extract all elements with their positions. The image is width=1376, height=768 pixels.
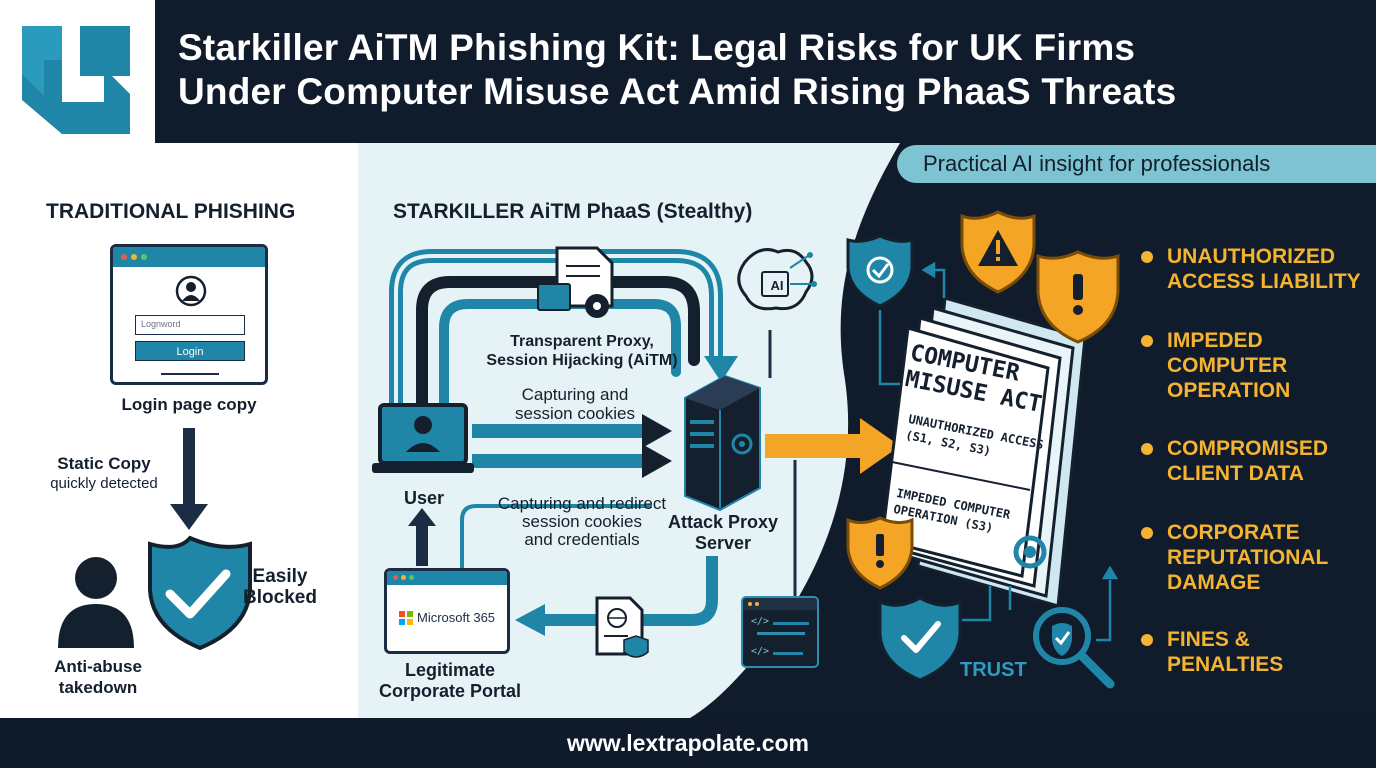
- proxy-label-line-1: Transparent Proxy,: [510, 333, 654, 350]
- risk-bullet-icon: [1141, 443, 1153, 455]
- capturing-label-2-line-2: session cookies: [521, 512, 642, 531]
- server-to-portal-pipe: [540, 556, 718, 626]
- loop-arrowhead: [704, 356, 738, 382]
- document-gear-icon: [537, 246, 614, 318]
- detection-arrow: [170, 428, 208, 530]
- risk-3-line-2: CLIENT DATA: [1167, 462, 1304, 485]
- ai-chip-label: AI: [770, 278, 784, 293]
- capturing-label-1-line-1: Capturing and: [521, 385, 629, 404]
- blocked-label: Blocked: [243, 587, 317, 608]
- anti-abuse-label: Anti-abuse: [54, 657, 142, 676]
- static-copy-label: Static Copy: [57, 454, 151, 473]
- lextrapolate-logo-icon: [22, 26, 130, 134]
- portal-label-line-1: Legitimate: [404, 660, 496, 680]
- risk-4-line-3: DAMAGE: [1167, 571, 1261, 594]
- login-caption: Login page copy: [121, 395, 257, 414]
- footer-url-link[interactable]: www.lextrapolate.com: [567, 730, 809, 756]
- risk-4-line-2: REPUTATIONAL: [1167, 546, 1329, 569]
- warning-shield-icon-1: [960, 210, 1036, 294]
- warning-shield-icon-2: [1036, 250, 1120, 344]
- footer-bar: www.lextrapolate.com: [0, 718, 1376, 768]
- login-password-field: Lognword: [135, 315, 245, 335]
- starkiller-heading: STARKILLER AiTM PhaaS (Stealthy): [393, 200, 753, 223]
- risk-5-line-2: PENALTIES: [1167, 653, 1284, 676]
- magnifier-icon: [1033, 607, 1115, 689]
- takedown-label: takedown: [58, 678, 138, 697]
- capturing-label-1-line-2: session cookies: [514, 404, 635, 423]
- login-button: Login: [135, 341, 245, 361]
- page-title: Starkiller AiTM Phishing Kit: Legal Risk…: [178, 26, 1368, 114]
- server-label-line-1: Attack Proxy: [667, 512, 779, 532]
- blocked-shield-icon: [148, 535, 252, 651]
- tagline-pill: Practical AI insight for professionals: [897, 145, 1376, 183]
- server-label-line-2: Server: [694, 533, 752, 553]
- portal-arrowhead: [515, 604, 545, 636]
- ai-brain-icon: [737, 248, 817, 311]
- traditional-heading: TRADITIONAL PHISHING: [46, 200, 296, 223]
- warning-shield-icon-3: [846, 516, 914, 590]
- microsoft-logo-icon: [399, 611, 413, 625]
- logo-container: [0, 0, 155, 143]
- server-icon: [684, 374, 761, 512]
- risk-1-line-1: UNAUTHORIZED: [1167, 245, 1335, 268]
- code-line-2: </>: [751, 646, 770, 657]
- risk-bullet-icon: [1141, 527, 1153, 539]
- act-document-stack: [880, 296, 1087, 608]
- user-to-server-arrows: [472, 414, 672, 478]
- trust-shield-icon-bottom: [878, 596, 962, 682]
- orange-arrow: [765, 418, 900, 474]
- proxy-label-line-2: Session Hijacking (AiTM): [486, 352, 678, 369]
- user-avatar-icon: [175, 275, 207, 307]
- risk-2-line-1: IMPEDED: [1167, 329, 1263, 352]
- portal-to-user-arrowhead: [408, 508, 436, 526]
- tagline-text: Practical AI insight for professionals: [923, 151, 1271, 176]
- header-banner: Starkiller AiTM Phishing Kit: Legal Risk…: [0, 0, 1376, 143]
- user-label: User: [403, 488, 445, 508]
- risk-4-line-1: CORPORATE: [1167, 521, 1300, 544]
- person-icon: [58, 557, 134, 648]
- trust-shield-icon-top: [846, 234, 914, 308]
- easily-label: Easily: [252, 566, 308, 587]
- quickly-detected-label: quickly detected: [50, 475, 158, 492]
- microsoft-365-label: Microsoft 365: [417, 610, 496, 625]
- code-line-1: </>: [751, 616, 770, 627]
- laptop-icon: [372, 403, 474, 473]
- dark-connectors: [878, 261, 1119, 642]
- capturing-label-2-line-3: and credentials: [524, 530, 640, 549]
- portal-label-line-2: Corporate Portal: [378, 681, 522, 701]
- login-page-mock: Lognword Login: [110, 244, 268, 385]
- risk-bullet-icon: [1141, 335, 1153, 347]
- risk-2-line-2: COMPUTER: [1167, 354, 1288, 377]
- login-divider: [161, 373, 219, 375]
- capturing-label-2-line-1: Capturing and redirect: [497, 494, 667, 513]
- title-line-1: Starkiller AiTM Phishing Kit: Legal Risk…: [178, 27, 1136, 68]
- corporate-portal-mock: Microsoft 365: [384, 568, 510, 654]
- globe-document-icon: [595, 596, 649, 658]
- title-line-2: Under Computer Misuse Act Amid Rising Ph…: [178, 71, 1177, 112]
- risk-3-line-1: COMPROMISED: [1167, 437, 1329, 460]
- risk-1-line-2: ACCESS LIABILITY: [1167, 270, 1361, 293]
- trust-label: TRUST: [960, 659, 1027, 681]
- risk-2-line-3: OPERATION: [1167, 379, 1291, 402]
- login-window-bar: [113, 247, 265, 267]
- portal-window-bar: [387, 571, 507, 585]
- risk-bullet-icon: [1141, 634, 1153, 646]
- code-window-icon: </> </>: [741, 596, 819, 668]
- risk-bullet-icon: [1141, 251, 1153, 263]
- risk-5-line-1: FINES &: [1167, 628, 1250, 651]
